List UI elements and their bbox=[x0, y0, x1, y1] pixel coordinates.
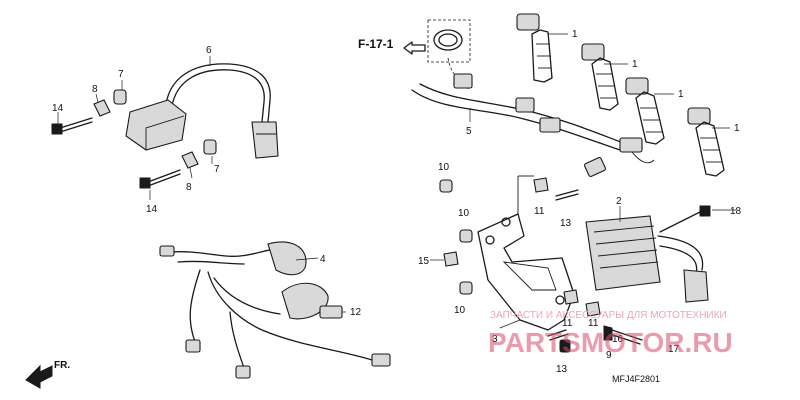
callout-number: 5 bbox=[466, 126, 472, 137]
callout-number: 16 bbox=[612, 334, 624, 345]
callout-number: 1 bbox=[734, 123, 740, 134]
callout-number: 7 bbox=[118, 69, 124, 80]
callout-number: 9 bbox=[606, 350, 612, 361]
callouts: 1 1 1 1 2 3 4 5 6 7 7 8 8 9 10 10 10 11 … bbox=[52, 29, 742, 375]
watermark: ЗАПЧАСТИ И АКСЕССУАРЫ ДЛЯ МОТОТЕХНИКИ PA… bbox=[488, 310, 733, 358]
harness-clamp bbox=[427, 19, 471, 63]
callout-number: 13 bbox=[556, 364, 568, 375]
callout-number: 4 bbox=[320, 254, 326, 265]
callout-number: 11 bbox=[562, 318, 573, 329]
callout-number: 12 bbox=[350, 307, 362, 318]
callout-number: 8 bbox=[186, 182, 192, 193]
callout-number: 2 bbox=[616, 196, 622, 207]
sub-harness bbox=[411, 57, 655, 178]
callout-number: 10 bbox=[438, 162, 450, 173]
callout-number: 3 bbox=[492, 334, 498, 345]
front-label: FR. bbox=[54, 360, 70, 371]
callout-number: 1 bbox=[678, 89, 684, 100]
callout-number: 1 bbox=[572, 29, 578, 40]
callout-number: 11 bbox=[588, 318, 599, 329]
ignition-coil bbox=[687, 107, 725, 177]
fasteners-right bbox=[439, 177, 643, 353]
diagram-code: MFJ4F2801 bbox=[612, 374, 660, 384]
ignition-coil bbox=[516, 13, 553, 83]
watermark-tagline: ЗАПЧАСТИ И АКСЕССУАРЫ ДЛЯ МОТОТЕХНИКИ bbox=[490, 310, 727, 321]
ignition-coil bbox=[625, 77, 665, 145]
watermark-site: PARTSMOTOR.RU bbox=[488, 327, 733, 358]
callout-number: 7 bbox=[214, 164, 220, 175]
callout-number: 13 bbox=[560, 218, 572, 229]
callout-number: 11 bbox=[534, 206, 545, 217]
callout-number: 14 bbox=[146, 204, 158, 215]
callout-number: 10 bbox=[458, 208, 470, 219]
reference-arrow: F-17-1 bbox=[358, 37, 426, 55]
callout-number: 14 bbox=[52, 103, 64, 114]
sensor-assembly bbox=[125, 63, 279, 159]
callout-number: 15 bbox=[418, 256, 430, 267]
callout-number: 18 bbox=[730, 206, 742, 217]
callout-number: 10 bbox=[454, 305, 466, 316]
front-direction-indicator: FR. bbox=[25, 360, 70, 389]
leader-lines bbox=[57, 33, 736, 329]
callout-number: 6 bbox=[206, 45, 212, 56]
fasteners-left bbox=[51, 89, 217, 189]
callout-number: 1 bbox=[632, 59, 638, 70]
ignition-coil bbox=[581, 43, 619, 111]
ignition-coils bbox=[516, 13, 725, 177]
regulator-rectifier bbox=[585, 205, 711, 303]
callout-number: 17 bbox=[668, 344, 680, 355]
reference-label: F-17-1 bbox=[358, 37, 394, 51]
callout-number: 8 bbox=[92, 84, 98, 95]
